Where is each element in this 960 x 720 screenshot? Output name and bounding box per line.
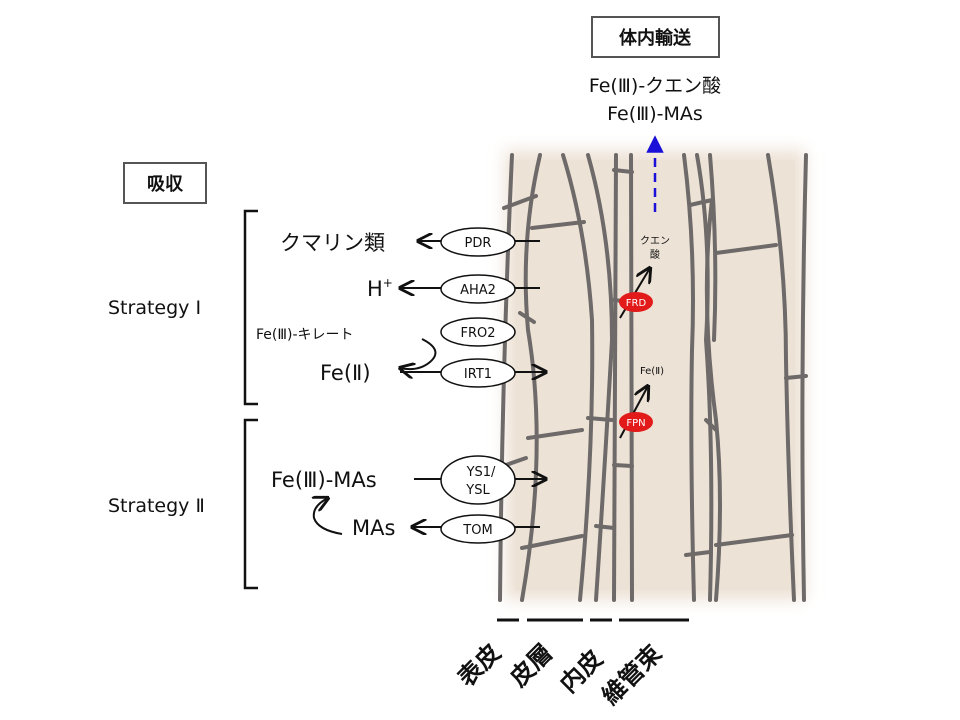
transport-box-label: 体内輸送	[619, 27, 692, 49]
svg-text:FPN: FPN	[626, 418, 645, 429]
svg-text:FRD: FRD	[626, 298, 647, 309]
transporter-irt1: IRT1	[440, 358, 516, 388]
strategy-one-label: Strategy Ⅰ	[108, 297, 201, 319]
citrate-label-1: クエン	[640, 235, 670, 247]
transport-form-mas: Fe(Ⅲ)-MAs	[607, 103, 703, 125]
transporter-ys1-ysl: YS1/ YSL	[440, 455, 516, 505]
proton-label: H+	[367, 276, 393, 301]
svg-text:PDR: PDR	[465, 236, 492, 251]
mas-label: MAs	[352, 516, 395, 540]
strategy-two-bracket	[243, 418, 258, 590]
fe3-chelate-label: Fe(Ⅲ)-キレート	[256, 327, 354, 343]
citrate-label-2: 酸	[650, 248, 660, 261]
inner-fe2-label: Fe(Ⅱ)	[640, 366, 664, 377]
transport-box	[591, 16, 720, 58]
tissue-label-cortex: 皮層	[504, 639, 558, 693]
coumarins-label: クマリン類	[280, 231, 385, 255]
transport-form-citrate: Fe(Ⅲ)-クエン酸	[589, 75, 721, 97]
fe3-mas-label: Fe(Ⅲ)-MAs	[271, 468, 377, 492]
svg-text:AHA2: AHA2	[460, 283, 496, 298]
svg-text:YSL: YSL	[465, 483, 490, 498]
chelation-arrow	[314, 498, 343, 535]
svg-text:YS1/: YS1/	[466, 465, 496, 480]
strategy-two-label: Strategy Ⅱ	[108, 495, 205, 517]
svg-text:TOM: TOM	[462, 523, 492, 538]
tissue-background-core	[515, 160, 795, 590]
tissue-label-vascular: 維管束	[596, 639, 667, 710]
strategy-one-bracket	[243, 209, 258, 406]
tissue-label-epidermis: 表皮	[452, 639, 506, 693]
reduction-arrow	[400, 338, 437, 369]
svg-text:FRO2: FRO2	[460, 326, 495, 341]
transporter-tom: TOM	[440, 514, 516, 544]
transporter-aha2: AHA2	[440, 274, 516, 304]
cell-walls-horizontal	[502, 168, 808, 557]
frd-transporter: FRD	[619, 292, 653, 312]
svg-text:IRT1: IRT1	[464, 367, 492, 382]
fe2-label: Fe(Ⅱ)	[320, 361, 371, 385]
absorption-box-label: 吸収	[147, 174, 184, 195]
absorption-box	[123, 162, 207, 204]
cell-walls	[498, 153, 808, 602]
transporter-pdr: PDR	[440, 227, 516, 257]
transporter-fro2: FRO2	[440, 317, 516, 347]
fpn-transporter: FPN	[619, 412, 653, 432]
